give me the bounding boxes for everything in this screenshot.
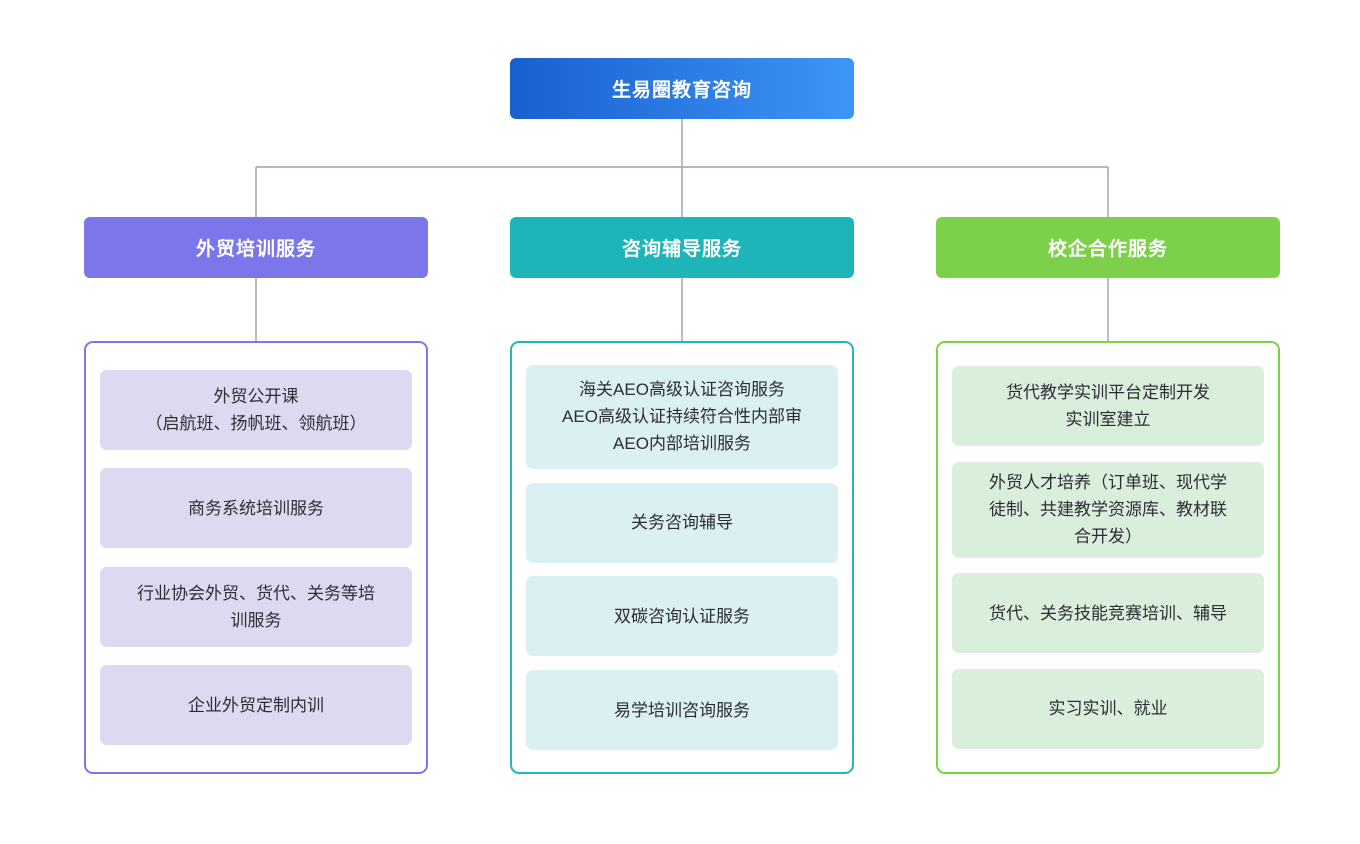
service-item-line: 外贸公开课 (213, 386, 299, 406)
service-item-line: 外贸人才培养（订单班、现代学 (989, 473, 1227, 493)
service-item-card[interactable]: 货代、关务技能竞赛培训、辅导 (952, 573, 1264, 654)
service-item-line: 商务系统培训服务 (188, 498, 324, 518)
root-node[interactable]: 生易圈教育咨询 (510, 58, 854, 119)
service-item-line: AEO高级认证持续符合性内部审 (562, 407, 802, 427)
service-item-line: 货代教学实训平台定制开发 (1006, 383, 1210, 403)
service-item-line: 训服务 (230, 610, 282, 630)
service-item-line: （启航班、扬帆班、领航班） (145, 413, 367, 433)
service-item-label: 外贸公开课 （启航班、扬帆班、领航班） (146, 383, 367, 437)
service-item-card[interactable]: 关务咨询辅导 (526, 482, 838, 563)
service-item-card[interactable]: 货代教学实训平台定制开发实训室建立 (952, 366, 1264, 447)
branch-header-foreign-trade-training[interactable]: 外贸培训服务 (84, 217, 428, 278)
service-item-label: 企业外贸定制内训 (188, 692, 324, 719)
service-item-label: 双碳咨询认证服务 (614, 603, 750, 630)
service-item-label: 货代、关务技能竞赛培训、辅导 (989, 600, 1227, 627)
service-item-card[interactable]: 双碳咨询认证服务 (526, 576, 838, 657)
service-item-line: 货代、关务技能竞赛培训、辅导 (989, 603, 1227, 623)
branch-box-consulting-tutoring: 海关AEO高级认证咨询服务 AEO高级认证持续符合性内部审 AEO内部培训服务关务咨… (510, 341, 854, 774)
service-item-line: 易学培训咨询服务 (614, 700, 750, 720)
service-item-line: 实训室建立 (1065, 410, 1151, 430)
service-item-label: 行业协会外贸、货代、关务等培训服务 (137, 580, 375, 634)
service-item-line: 企业外贸定制内训 (188, 695, 324, 715)
service-item-card[interactable]: 实习实训、就业 (952, 668, 1264, 749)
service-item-label: 关务咨询辅导 (631, 509, 733, 536)
branch-header-school-enterprise[interactable]: 校企合作服务 (936, 217, 1280, 278)
service-item-card[interactable]: 行业协会外贸、货代、关务等培训服务 (100, 566, 412, 647)
service-item-line: 双碳咨询认证服务 (614, 606, 750, 626)
service-item-line: 海关AEO高级认证咨询服务 (579, 380, 785, 400)
service-item-line: 实习实训、就业 (1048, 699, 1168, 719)
service-item-label: 货代教学实训平台定制开发实训室建立 (1006, 379, 1210, 433)
branch-header-label: 咨询辅导服务 (621, 239, 742, 260)
branch-header-consulting-tutoring[interactable]: 咨询辅导服务 (510, 217, 854, 278)
service-item-line: 行业协会外贸、货代、关务等培 (137, 583, 375, 603)
service-item-label: 易学培训咨询服务 (614, 697, 750, 724)
service-item-label: 海关AEO高级认证咨询服务 AEO高级认证持续符合性内部审 AEO内部培训服务 (562, 376, 802, 457)
service-item-card[interactable]: 外贸公开课 （启航班、扬帆班、领航班） (100, 369, 412, 450)
service-item-label: 实习实训、就业 (1049, 695, 1168, 722)
service-item-card[interactable]: 商务系统培训服务 (100, 468, 412, 549)
service-item-card[interactable]: 易学培训咨询服务 (526, 670, 838, 751)
branch-box-foreign-trade-training: 外贸公开课 （启航班、扬帆班、领航班） 商务系统培训服务行业协会外贸、货代、关务等培… (84, 341, 428, 774)
branch-header-label: 外贸培训服务 (195, 239, 316, 260)
service-item-card[interactable]: 外贸人才培养（订单班、现代学徒制、共建教学资源库、教材联合开发） (952, 461, 1264, 558)
branch-box-school-enterprise: 货代教学实训平台定制开发实训室建立外贸人才培养（订单班、现代学徒制、共建教学资源… (936, 341, 1280, 774)
service-item-line: 徒制、共建教学资源库、教材联 (989, 500, 1227, 520)
service-item-card[interactable]: 海关AEO高级认证咨询服务 AEO高级认证持续符合性内部审 AEO内部培训服务 (526, 364, 838, 469)
service-item-label: 商务系统培训服务 (188, 495, 324, 522)
root-node-label: 生易圈教育咨询 (611, 80, 752, 101)
service-item-label: 外贸人才培养（订单班、现代学徒制、共建教学资源库、教材联合开发） (989, 469, 1227, 550)
service-item-card[interactable]: 企业外贸定制内训 (100, 665, 412, 746)
service-item-line: 合开发） (1074, 527, 1142, 547)
service-item-line: AEO内部培训服务 (613, 434, 751, 454)
service-item-line: 关务咨询辅导 (631, 513, 733, 533)
branch-header-label: 校企合作服务 (1047, 239, 1168, 260)
